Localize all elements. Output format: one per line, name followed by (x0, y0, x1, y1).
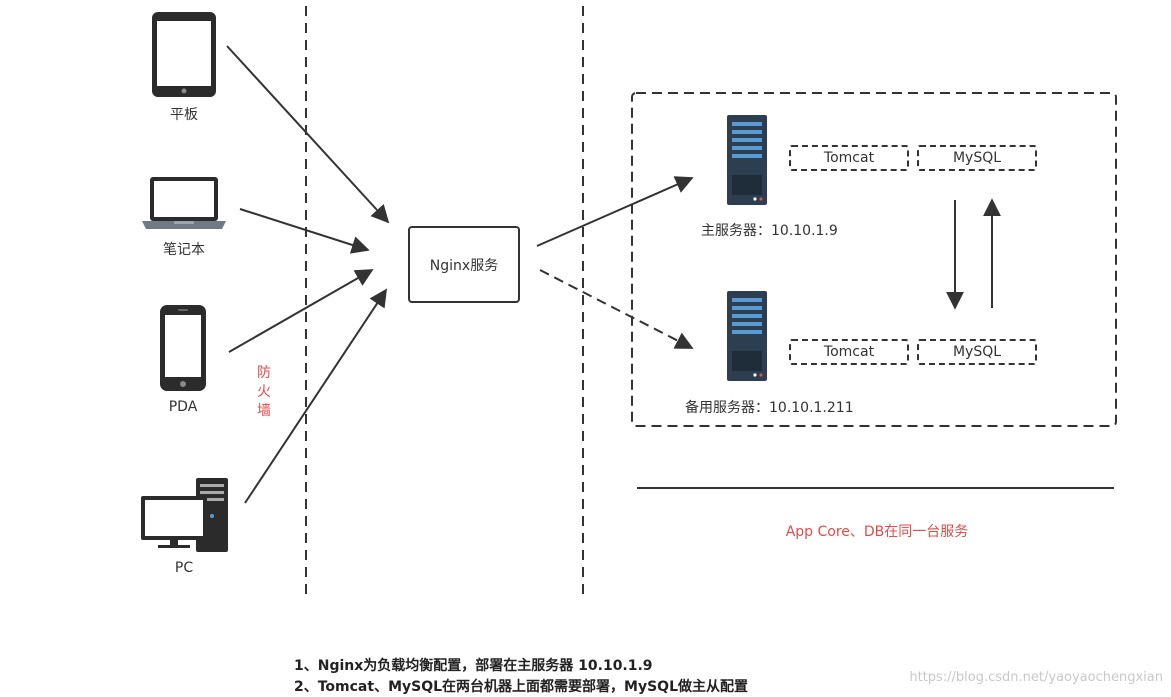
mysql-box-primary: MySQL (917, 145, 1037, 171)
device-label-tablet: 平板 (170, 107, 198, 123)
device-label-pc: PC (174, 560, 194, 576)
tomcat-label: Tomcat (823, 150, 875, 166)
tomcat-box-backup: Tomcat (789, 339, 909, 365)
firewall-label-3: 墙 (257, 403, 271, 419)
group-note: App Core、DB在同一台服务 (785, 524, 969, 540)
mysql-box-backup: MySQL (917, 339, 1037, 365)
tomcat-box-primary: Tomcat (789, 145, 909, 171)
server-icon (727, 115, 767, 205)
arrow-nginx-to-backup (539, 269, 694, 349)
footer-note-2: 2、Tomcat、MySQL在两台机器上面都需要部署，MySQL做主从配置 (294, 679, 749, 695)
tablet-icon (152, 12, 216, 97)
arrow-tablet-to-nginx (226, 45, 390, 224)
mysql-label: MySQL (952, 344, 1002, 360)
arrow-nginx-to-primary (536, 176, 694, 247)
device-label-pda: PDA (168, 399, 198, 415)
primary-server-label: 主服务器：10.10.1.9 (701, 223, 838, 239)
arrow-laptop-to-nginx (239, 208, 370, 254)
firewall-label-1: 防 (257, 365, 271, 381)
device-label-laptop: 笔记本 (163, 242, 205, 258)
mysql-label: MySQL (952, 150, 1002, 166)
watermark: https://blog.csdn.net/yaoyaochengxian (909, 670, 1163, 685)
server-group-box (631, 92, 1117, 427)
arrow-pda-to-nginx (228, 269, 374, 353)
footer-note-1: 1、Nginx为负载均衡配置，部署在主服务器 10.10.1.9 (294, 658, 653, 674)
nginx-label: Nginx服务 (429, 257, 499, 274)
backup-server-label: 备用服务器：10.10.1.211 (685, 400, 854, 416)
phone-icon (160, 305, 206, 391)
server-icon (727, 291, 767, 381)
nginx-node: Nginx服务 (408, 226, 520, 303)
tomcat-label: Tomcat (823, 344, 875, 360)
firewall-label-2: 火 (257, 384, 271, 400)
desktop-pc-icon (141, 478, 228, 552)
arrow-pc-to-nginx (244, 288, 387, 504)
laptop-icon (142, 177, 226, 229)
